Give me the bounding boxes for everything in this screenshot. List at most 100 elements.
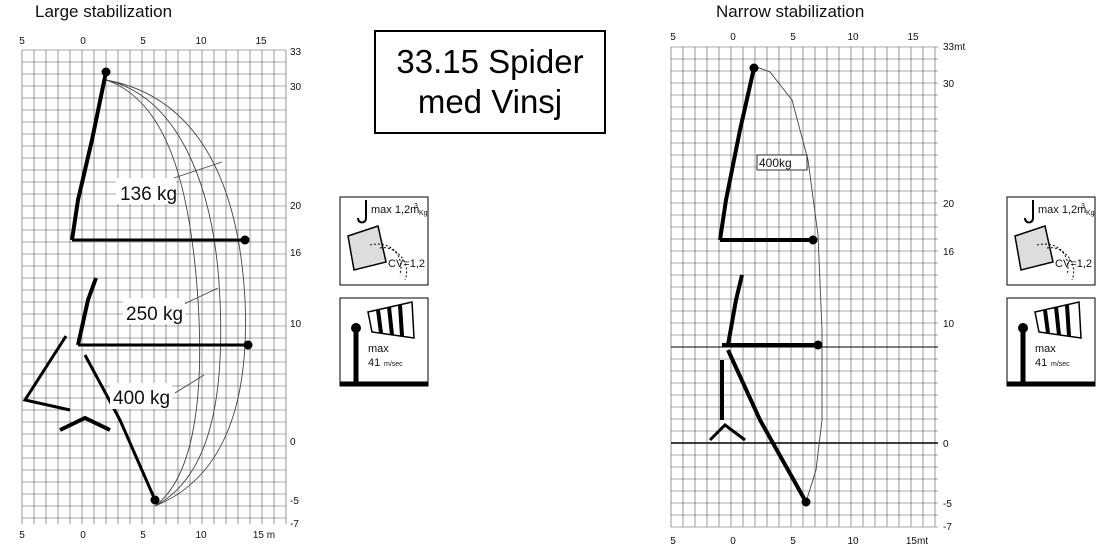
wind-label: max	[1035, 343, 1056, 355]
swing-arcs-icon	[1036, 243, 1075, 281]
left-bottom-tick: 10	[195, 530, 207, 541]
right-top-tick: 5	[670, 32, 676, 43]
hook-icon	[1024, 200, 1034, 224]
left-bottom-tick: 0	[80, 530, 86, 541]
left-bottom-tick: 5	[19, 530, 25, 541]
right-y-tick: 30	[943, 79, 955, 90]
left-top-tick: 15	[255, 36, 267, 47]
product-title-box: 33.15 Spider med Vinsj	[374, 30, 606, 134]
basket-upper	[240, 235, 250, 245]
winch-max-load: max 1,2m	[1038, 204, 1086, 216]
pole-top-icon	[351, 323, 361, 333]
boom-mid	[726, 274, 744, 346]
left-working-envelope	[105, 79, 246, 507]
left-y-tick: 10	[290, 319, 302, 330]
wind-unit: m/sec	[1051, 361, 1070, 368]
left-top-tick: 5	[140, 36, 146, 47]
boom-upright	[718, 67, 756, 241]
product-title-line2: med Vinsj	[417, 83, 563, 120]
wind-value: 41	[368, 357, 380, 369]
right-y-tick: 20	[943, 199, 955, 210]
right-top-tick: 0	[730, 32, 736, 43]
basket-upper	[808, 235, 818, 245]
label-bg	[116, 178, 176, 204]
envelope-400kg	[105, 79, 201, 507]
basket-bottom	[801, 497, 811, 507]
basket-top	[101, 67, 111, 77]
left-top-tick: 10	[195, 36, 207, 47]
winch-max-load: max 1,2m	[371, 204, 419, 216]
winch-superscript: 3	[414, 203, 418, 210]
left-y-tick: 0	[290, 437, 296, 448]
outriggers	[59, 415, 111, 432]
wind-value: 41	[1035, 357, 1047, 369]
right-top-tick: 10	[847, 32, 859, 43]
boom-upright	[70, 71, 108, 241]
left-title: Large stabilization	[35, 2, 172, 21]
basket-top	[749, 63, 759, 73]
left-top-tick: 5	[19, 36, 25, 47]
right-bottom-tick: 5	[790, 536, 796, 547]
left-bottom-tick: 5	[140, 530, 146, 541]
pole-top-icon	[1018, 323, 1028, 333]
left-y-tick: 33	[290, 47, 302, 58]
left-top-tick: 0	[80, 36, 86, 47]
envelope-250kg	[105, 79, 222, 507]
basket-lower	[813, 340, 823, 350]
right-title: Narrow stabilization	[716, 2, 864, 21]
right-load-label: 400kg	[759, 156, 792, 170]
right-y-tick: 33mt	[943, 42, 965, 53]
label-bg	[110, 383, 172, 409]
left-boom-drawing	[22, 67, 253, 505]
right-top-x-ticks: 5 0 5 10 15	[670, 32, 919, 43]
left-grid	[21, 49, 287, 524]
left-y-tick: -7	[290, 519, 299, 530]
load-label-400: 400 kg	[113, 388, 170, 409]
right-y-tick: 0	[943, 439, 949, 450]
left-y-tick: 16	[290, 248, 302, 259]
right-working-envelope	[753, 65, 823, 503]
right-diagram: Narrow stabilization 5 0 5 10 15 5 0 5 1…	[670, 2, 965, 547]
load-label-250: 250 kg	[126, 304, 183, 325]
right-winch-icon: max 1,2m 3 Kg CV=1,2	[1006, 196, 1096, 286]
left-y-ticks: 33 30 20 16 10 0 -5 -7	[290, 47, 302, 530]
label-bg	[123, 298, 185, 324]
right-bottom-tick: 15mt	[906, 536, 928, 547]
right-bottom-tick: 0	[730, 536, 736, 547]
left-y-tick: 20	[290, 201, 302, 212]
left-winch-icon: max 1,2m 3 Kg CV=1,2	[339, 196, 429, 286]
wind-label: max	[368, 343, 389, 355]
boom-mid	[76, 277, 98, 346]
right-bottom-x-ticks: 5 0 5 10 15mt	[670, 536, 928, 547]
right-top-tick: 15	[907, 32, 919, 43]
winch-unit: Kg	[419, 210, 428, 217]
right-y-tick: 16	[943, 247, 955, 258]
right-top-tick: 5	[790, 32, 796, 43]
basket-lower	[243, 340, 253, 350]
envelope-136kg	[105, 79, 246, 507]
winch-cv: CV=1,2	[388, 258, 425, 270]
wind-unit: m/sec	[384, 361, 403, 368]
left-bottom-tick: 15 m	[253, 530, 275, 541]
leader-400kg	[174, 374, 205, 394]
winch-superscript: 3	[1081, 203, 1085, 210]
load-box-icon	[1014, 225, 1054, 271]
boom-down	[83, 354, 157, 501]
winch-unit: Kg	[1086, 210, 1095, 217]
right-load-box	[756, 154, 808, 171]
load-label-136: 136 kg	[120, 184, 177, 205]
right-bottom-tick: 10	[847, 536, 859, 547]
right-bottom-tick: 5	[670, 536, 676, 547]
leader-250kg	[179, 287, 219, 307]
left-y-tick: 30	[290, 82, 302, 93]
winch-cv: CV=1,2	[1055, 258, 1092, 270]
right-wind-icon: max 41 m/sec	[1006, 297, 1096, 387]
right-y-tick: -5	[943, 499, 952, 510]
outriggers	[708, 423, 746, 442]
left-load-labels: 136 kg 250 kg 400 kg	[110, 178, 185, 409]
load-box-icon	[347, 225, 387, 271]
right-grid	[670, 46, 938, 528]
boom-down	[726, 349, 808, 503]
left-wind-icon: max 41 m/sec	[339, 297, 429, 387]
